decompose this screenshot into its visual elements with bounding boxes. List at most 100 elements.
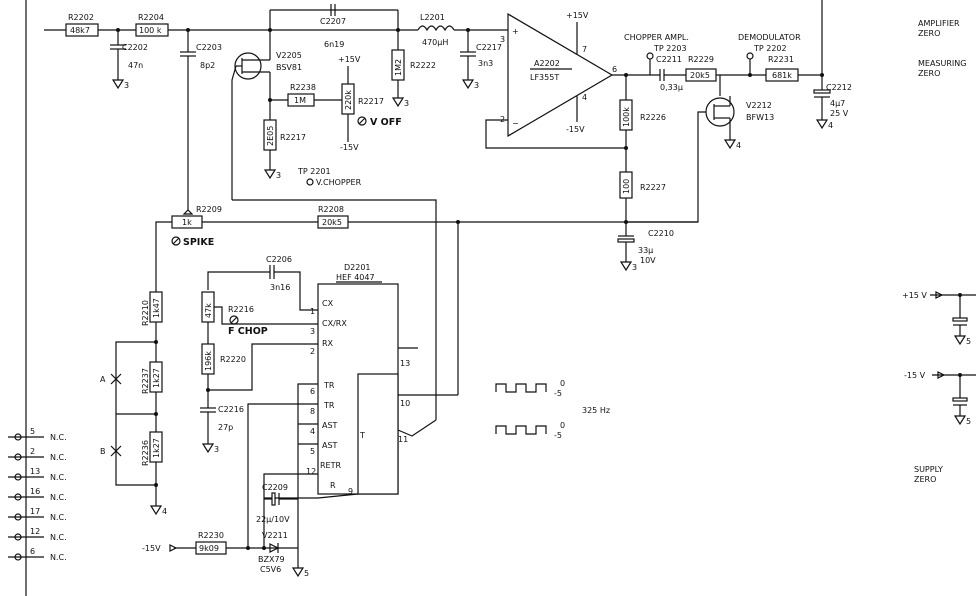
svg-text:10V: 10V xyxy=(640,256,656,265)
svg-text:BZX79: BZX79 xyxy=(258,555,285,564)
svg-text:17: 17 xyxy=(30,507,40,516)
test-point-tp2203: CHOPPER AMPL. TP 2203 xyxy=(624,33,689,75)
connector-pin: 17 N.C. xyxy=(8,507,67,522)
svg-text:100 k: 100 k xyxy=(139,26,162,35)
capacitor-c2207: C2207 6n19 xyxy=(269,4,399,49)
nc-label: N.C. xyxy=(50,453,67,462)
resistor-r2231: 681k R2231 xyxy=(765,55,822,82)
svg-text:R2209: R2209 xyxy=(196,205,222,214)
svg-text:RX: RX xyxy=(322,339,334,348)
svg-text:V2211: V2211 xyxy=(262,531,288,540)
svg-text:LF355T: LF355T xyxy=(530,73,559,82)
svg-text:+15V: +15V xyxy=(338,55,361,64)
svg-text:R2229: R2229 xyxy=(688,55,714,64)
resistor-r2210: 1k47 R2210 xyxy=(141,291,163,362)
svg-text:ZERO: ZERO xyxy=(918,29,940,38)
resistor-r2209: 1k R2209 xyxy=(171,205,222,229)
connector-pin: 6 N.C. xyxy=(8,547,67,562)
rx-wire xyxy=(208,343,318,391)
nc-label: N.C. xyxy=(50,433,67,442)
svg-text:DEMODULATOR: DEMODULATOR xyxy=(738,33,801,42)
svg-text:V2212: V2212 xyxy=(746,101,772,110)
svg-text:6n19: 6n19 xyxy=(324,40,344,49)
svg-text:-15 V: -15 V xyxy=(904,371,926,380)
svg-text:+: + xyxy=(512,27,519,36)
svg-text:9k09: 9k09 xyxy=(199,544,219,553)
svg-text:3: 3 xyxy=(474,81,479,90)
capacitor-c2202: C2202 47n xyxy=(110,30,148,80)
capacitor-c2210: C2210 33μ 10V 3 xyxy=(617,229,674,272)
svg-text:R2237: R2237 xyxy=(141,368,150,394)
trim-icon[interactable] xyxy=(357,116,367,126)
svg-text:AST: AST xyxy=(322,441,338,450)
measuring-zero-label: MEASURING xyxy=(918,59,966,68)
fet-v2212: V2212 BFW13 4 xyxy=(626,75,774,223)
capacitor-c2212: C2212 4μ7 25 V 4 xyxy=(813,83,852,130)
svg-text:C2203: C2203 xyxy=(196,43,222,52)
svg-text:C2211: C2211 xyxy=(656,55,682,64)
nc-label: N.C. xyxy=(50,493,67,502)
tr-wire xyxy=(297,383,318,548)
svg-text:BSV81: BSV81 xyxy=(276,63,302,72)
svg-text:TP 2203: TP 2203 xyxy=(653,44,687,53)
svg-text:1k: 1k xyxy=(182,218,192,227)
svg-text:R2202: R2202 xyxy=(68,13,94,22)
voff-label: V OFF xyxy=(370,117,402,128)
svg-text:2: 2 xyxy=(310,347,315,356)
capacitor-c2211: C2211 0,33μ xyxy=(656,55,686,92)
resistor-r2227: 100 R2227 xyxy=(619,171,666,236)
svg-text:8p2: 8p2 xyxy=(200,61,215,70)
inductor-l2201: L2201 470μH xyxy=(417,13,455,47)
svg-text:R2227: R2227 xyxy=(640,183,666,192)
capacitor-c2203: C2203 8p2 xyxy=(180,30,222,210)
svg-text:C2212: C2212 xyxy=(826,83,852,92)
fet-v2205: V2205 BSV81 xyxy=(231,30,302,200)
svg-text:1k27: 1k27 xyxy=(152,438,161,458)
svg-text:7: 7 xyxy=(582,45,587,54)
svg-text:5: 5 xyxy=(966,337,971,346)
frequency-label: 325 Hz xyxy=(582,406,610,415)
svg-text:4: 4 xyxy=(828,121,833,130)
tr2-wire xyxy=(247,403,318,548)
svg-text:5: 5 xyxy=(310,447,315,456)
svg-text:48k7: 48k7 xyxy=(70,26,90,35)
svg-text:25 V: 25 V xyxy=(830,109,849,118)
capacitor-c2209: C2209 22μ/10V xyxy=(256,483,298,524)
resistor-r2204: R2204 100 k xyxy=(135,13,169,37)
trim-icon[interactable] xyxy=(171,236,181,246)
svg-text:20k5: 20k5 xyxy=(690,71,710,80)
svg-text:R2222: R2222 xyxy=(410,61,436,70)
test-point-tp2201: TP 2201 V.CHOPPER xyxy=(297,167,362,187)
resistor-r2226: 100k R2226 xyxy=(619,75,666,172)
svg-text:ZERO: ZERO xyxy=(914,475,936,484)
connector-block: 5 N.C. 2 N.C. 13 N.C. 16 N.C. 17 N.C. 12… xyxy=(8,427,67,562)
nc-label: N.C. xyxy=(50,473,67,482)
svg-text:TR: TR xyxy=(323,401,335,410)
svg-text:R2208: R2208 xyxy=(318,205,344,214)
resistor-r2208: 20k5 R2208 xyxy=(317,205,349,229)
ground-symbol: 3 xyxy=(111,79,129,90)
svg-text:13: 13 xyxy=(30,467,40,476)
svg-text:D2201: D2201 xyxy=(344,263,371,272)
svg-text:C2206: C2206 xyxy=(266,255,292,264)
spike-label: SPIKE xyxy=(183,237,214,248)
svg-text:C2207: C2207 xyxy=(320,17,346,26)
svg-text:AST: AST xyxy=(322,421,338,430)
nc-label: N.C. xyxy=(50,513,67,522)
potentiometer-r2216: 47k R2216 xyxy=(201,291,318,344)
trim-icon[interactable] xyxy=(229,315,239,325)
svg-text:1k27: 1k27 xyxy=(152,368,161,388)
svg-text:CX: CX xyxy=(322,299,334,308)
svg-text:V2205: V2205 xyxy=(276,51,302,60)
svg-text:4μ7: 4μ7 xyxy=(830,99,845,108)
capacitor-c2217: C2217 3n3 3 xyxy=(460,30,502,90)
svg-text:R2238: R2238 xyxy=(290,83,316,92)
svg-text:20k5: 20k5 xyxy=(322,218,342,227)
svg-text:3: 3 xyxy=(632,263,637,272)
zener-v2211: V2211 BZX79 C5V6 5 xyxy=(258,531,309,578)
svg-text:C2216: C2216 xyxy=(218,405,244,414)
ic-d2201: D2201 HEF 4047 CX CX/RX RX TR TR AST AST… xyxy=(306,263,458,496)
capacitor-c2206: C2206 3n16 xyxy=(207,255,318,311)
